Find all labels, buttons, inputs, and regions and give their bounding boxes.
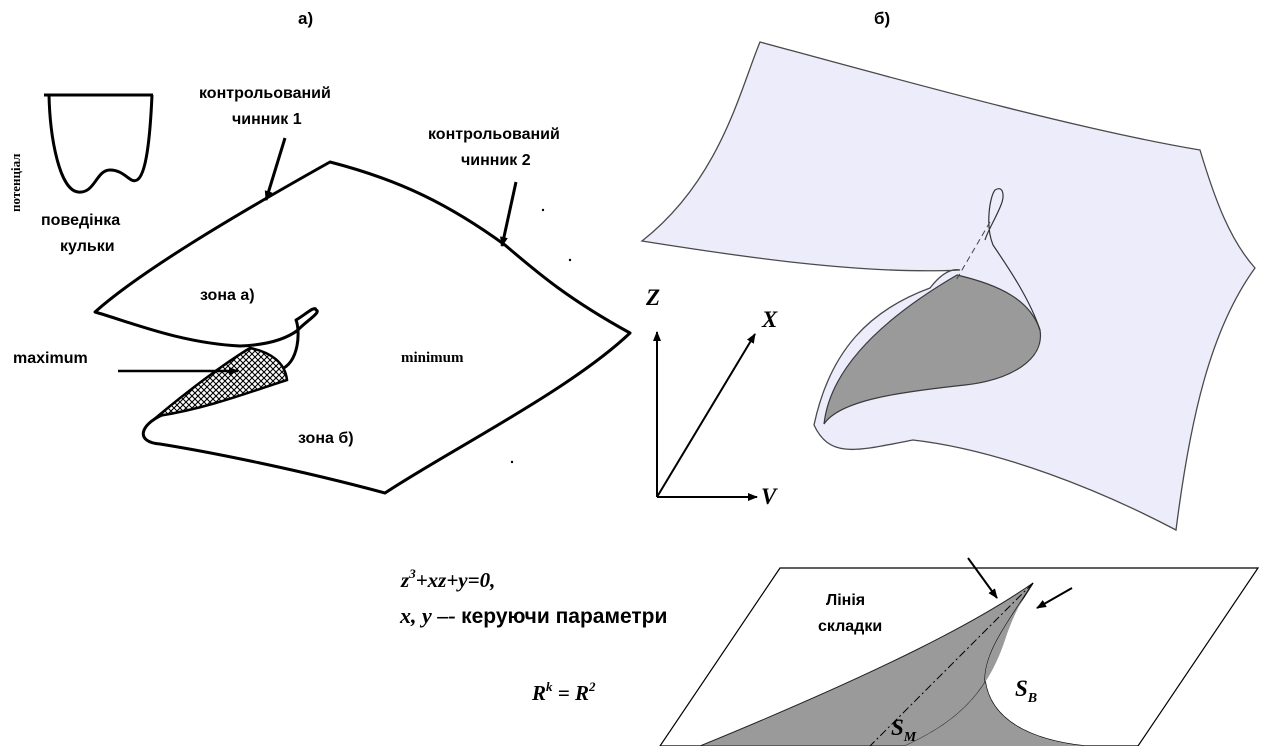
factor2-arrow — [500, 181, 518, 247]
sm-label: SM — [891, 715, 917, 745]
region-sm-fill — [905, 583, 1085, 746]
sb-base: S — [1015, 676, 1028, 701]
params-text: керуючи параметри — [461, 605, 667, 628]
formula-rest: +xz+y=0, — [416, 568, 496, 592]
panel-a: а) потенціал поведінка кульки контрольов… — [8, 9, 632, 495]
r-2-sup: 2 — [588, 679, 596, 694]
equation-block: z3+xz+y=0, x, y –- керуючи параметри — [399, 566, 667, 628]
minimum-label: minimum — [401, 350, 464, 366]
equation-formula: z3+xz+y=0, — [400, 566, 495, 592]
formula-exponent: 3 — [408, 566, 416, 581]
potential-well-inset: потенціал поведінка кульки — [8, 93, 154, 255]
ball-behavior-label-line1: поведінка — [41, 212, 120, 229]
fold-hidden-edge — [954, 221, 991, 283]
params-vars: x, y — [399, 603, 432, 628]
control-plane-projection: Лінія складки Rk = R2 SM SB — [531, 557, 1260, 746]
sb-label: SB — [1015, 676, 1037, 706]
zone-a-label: зона а) — [200, 287, 255, 304]
fold-region-shaded — [823, 274, 1041, 425]
cusp-axis-dashed — [869, 582, 1034, 746]
r-k-equation: Rk = R2 — [531, 679, 596, 705]
panel-b-title: б) — [874, 9, 890, 28]
axis-x-label: X — [761, 307, 778, 332]
axes: Z X V — [645, 285, 778, 509]
potential-axis-label: потенціал — [8, 154, 23, 212]
sb-sub: B — [1027, 691, 1037, 706]
axis-z-label: Z — [645, 285, 660, 310]
factor2-label-line2: чинник 2 — [461, 152, 531, 169]
potential-curve — [47, 94, 154, 194]
axis-x-line — [656, 333, 756, 498]
axis-v-label: V — [761, 484, 778, 509]
r-k-sup: k — [546, 679, 553, 694]
control-params-line: x, y –- керуючи параметри — [399, 603, 667, 628]
r-eq: = R — [553, 681, 589, 705]
hatched-fold-region — [153, 346, 289, 418]
zone-b-label: зона б) — [298, 430, 354, 447]
ball-behavior-label-line2: кульки — [60, 238, 115, 255]
formula-z: z — [400, 568, 410, 592]
maximum-label: maximum — [13, 350, 88, 367]
fold-arrow-right — [1036, 587, 1073, 609]
factor1-label-line1: контрольований — [199, 85, 331, 102]
panel-b: б) Z X V — [640, 9, 1256, 532]
factor1-label-line2: чинник 1 — [232, 111, 302, 128]
factor2-label-line1: контрольований — [428, 126, 560, 143]
fold-arrow-left — [967, 557, 998, 599]
fold-loop — [984, 188, 1041, 331]
surface-outline-a — [93, 160, 632, 495]
r-base: R — [531, 681, 546, 705]
fold-line-label-line2: складки — [818, 618, 882, 635]
factor1-arrow — [264, 137, 287, 201]
panel-a-title: а) — [298, 9, 313, 28]
folded-surface-a — [93, 160, 632, 495]
sm-base: S — [891, 715, 904, 740]
fold-line-label-line1: Лінія — [826, 592, 865, 609]
sm-sub: M — [903, 730, 917, 745]
params-dash: –- — [432, 603, 461, 628]
